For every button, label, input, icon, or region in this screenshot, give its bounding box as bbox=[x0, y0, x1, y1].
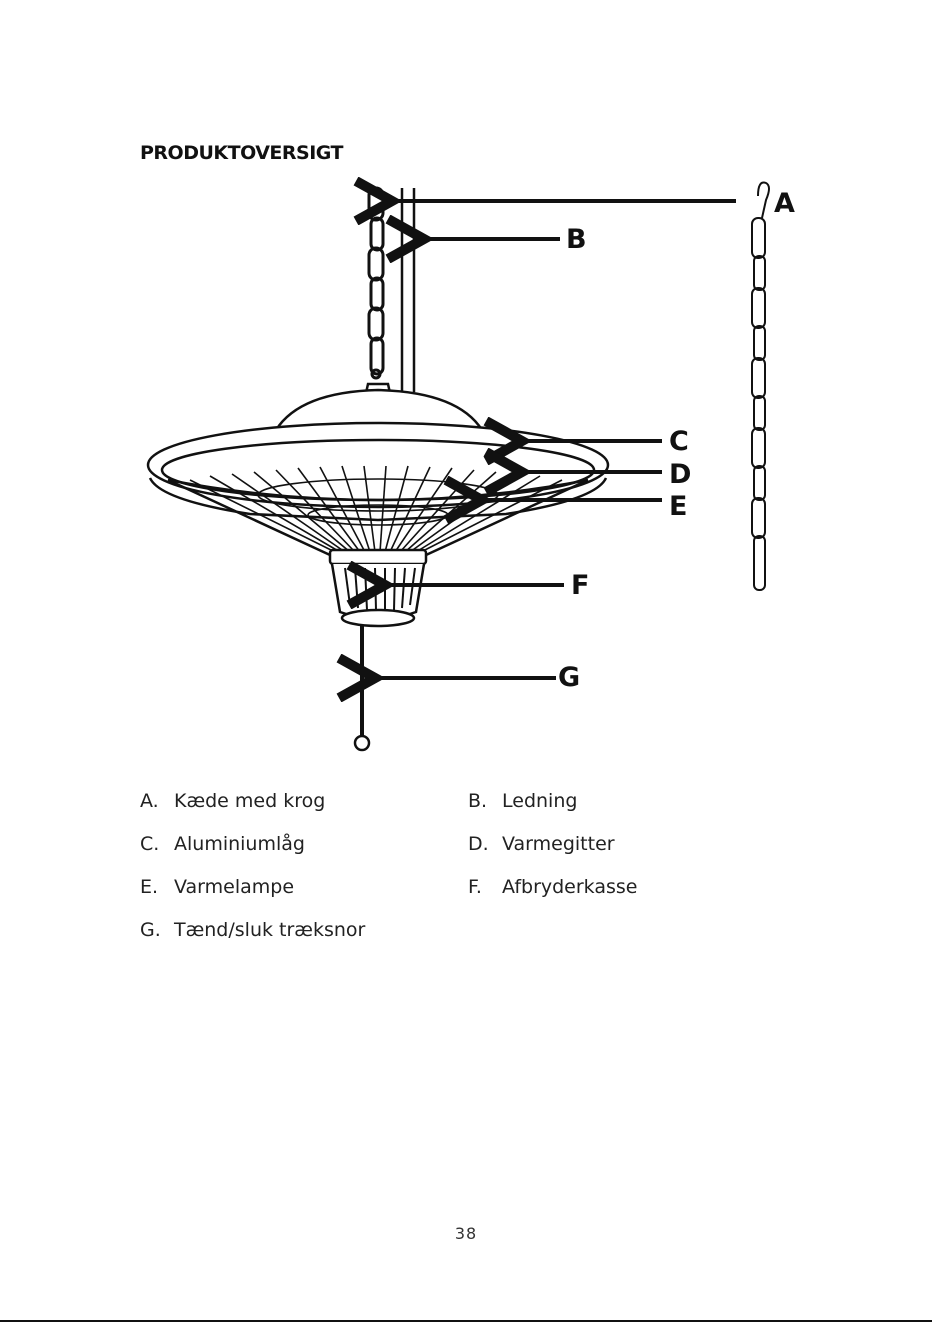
switch-box bbox=[330, 550, 426, 626]
legend-letter: F. bbox=[468, 876, 502, 898]
legend-text: Varmegitter bbox=[502, 833, 615, 855]
label-b: B bbox=[566, 224, 587, 255]
legend-letter: C. bbox=[140, 833, 174, 855]
legend-item-f: F.Afbryderkasse bbox=[468, 876, 638, 898]
legend-letter: D. bbox=[468, 833, 502, 855]
legend-item-d: D.Varmegitter bbox=[468, 833, 615, 855]
label-d: D bbox=[669, 459, 691, 490]
pull-cord bbox=[355, 626, 369, 750]
legend-text: Varmelampe bbox=[174, 876, 294, 898]
bottom-divider bbox=[0, 1320, 932, 1322]
legend-letter: G. bbox=[140, 919, 174, 941]
label-g: G bbox=[558, 662, 580, 693]
legend-text: Tænd/sluk træksnor bbox=[174, 919, 365, 941]
heater-body bbox=[148, 384, 608, 555]
power-cord bbox=[402, 188, 414, 392]
legend-letter: B. bbox=[468, 790, 502, 812]
legend-text: Aluminiumlåg bbox=[174, 833, 305, 855]
label-a: A bbox=[774, 188, 795, 219]
legend-text: Kæde med krog bbox=[174, 790, 325, 812]
legend-item-g: G.Tænd/sluk træksnor bbox=[140, 919, 365, 941]
hanging-chain bbox=[369, 188, 383, 378]
label-f: F bbox=[571, 570, 589, 601]
chain-with-hook bbox=[752, 183, 769, 590]
label-c: C bbox=[669, 426, 689, 457]
legend-letter: A. bbox=[140, 790, 174, 812]
legend-text: Afbryderkasse bbox=[502, 876, 638, 898]
legend-letter: E. bbox=[140, 876, 174, 898]
legend-item-c: C.Aluminiumlåg bbox=[140, 833, 305, 855]
product-diagram: A B C D E F G bbox=[0, 0, 932, 780]
legend-item-e: E.Varmelampe bbox=[140, 876, 294, 898]
legend-text: Ledning bbox=[502, 790, 577, 812]
page-number: 38 bbox=[0, 1224, 932, 1243]
legend-item-a: A.Kæde med krog bbox=[140, 790, 325, 812]
label-e: E bbox=[669, 491, 687, 522]
legend-item-b: B.Ledning bbox=[468, 790, 577, 812]
